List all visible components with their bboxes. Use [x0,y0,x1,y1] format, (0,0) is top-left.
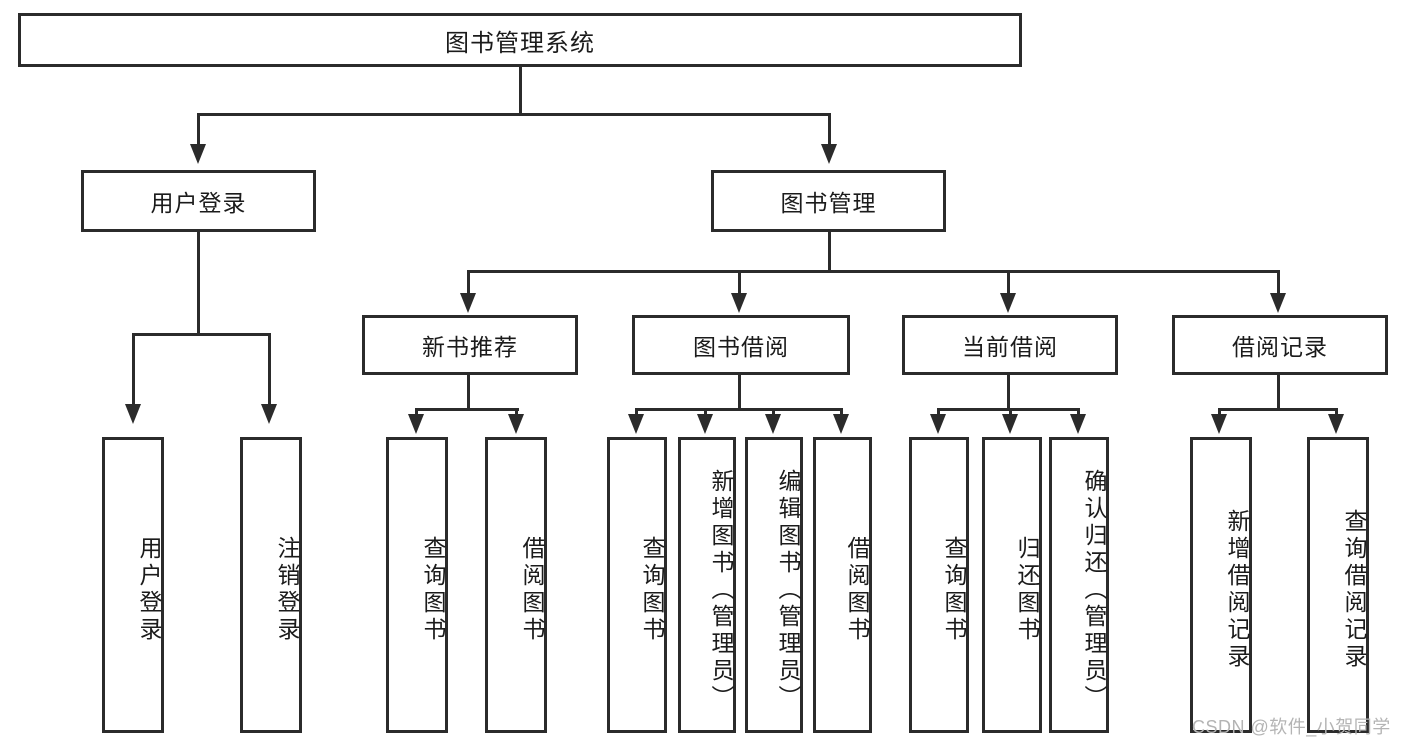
edge-drop-book-borrow [738,270,741,295]
node-label: 借阅记录 [1232,334,1328,360]
edge-drop-add-borrow-record [1218,408,1221,418]
edge-drop-return-book [1009,408,1012,418]
arrow-borrow-record [1270,293,1286,313]
edge-level1-bus [197,113,831,116]
node-leaf-add-borrow-record[interactable]: 新增借阅记录 [1190,437,1252,733]
edge-drop-current-borrow [1007,270,1010,295]
node-label: 注销登录 [274,536,300,644]
node-label: 新增图书（管理员） [708,468,734,712]
node-leaf-query-book-3[interactable]: 查询图书 [909,437,969,733]
node-leaf-confirm-return-admin[interactable]: 确认归还（管理员） [1049,437,1109,733]
csdn-watermark: CSDN @软件_小贺同学 [1192,717,1391,737]
edge-drop-query-book-3 [937,408,940,418]
node-label: 查询借阅记录 [1341,509,1367,671]
node-borrow-record[interactable]: 借阅记录 [1172,315,1388,375]
edge-drop-query-book-2 [635,408,638,418]
edge-book-borrow-stem [738,375,741,410]
arrow-book-manage [821,144,837,164]
node-label: 新书推荐 [422,334,518,360]
arrow-current-borrow [1000,293,1016,313]
node-label: 图书管理系统 [445,29,595,57]
edge-drop-user-login [197,113,200,146]
edge-drop-add-book-admin [704,408,707,418]
edge-current-borrow-stem [1007,375,1010,410]
node-leaf-query-book-1[interactable]: 查询图书 [386,437,448,733]
node-label: 查询图书 [639,536,665,644]
arrow-query-book-1 [408,414,424,434]
edge-drop-confirm-return-admin [1077,408,1080,418]
node-leaf-user-login[interactable]: 用户登录 [102,437,164,733]
arrow-return-book [1002,414,1018,434]
edge-book-borrow-bus [635,408,843,411]
edge-book-manage-stem [828,232,831,272]
edge-new-book-recommend-bus [415,408,519,411]
edge-drop-borrow-record [1277,270,1280,295]
node-label: 新增借阅记录 [1224,509,1250,671]
arrow-book-borrow [731,293,747,313]
arrow-add-borrow-record [1211,414,1227,434]
arrow-leaf-user-login [125,404,141,424]
arrow-query-book-2 [628,414,644,434]
arrow-borrow-book-1 [508,414,524,434]
arrow-confirm-return-admin [1070,414,1086,434]
node-book-management[interactable]: 图书管理 [711,170,946,232]
node-current-borrow[interactable]: 当前借阅 [902,315,1118,375]
edge-new-book-recommend-stem [467,375,470,410]
node-label: 查询图书 [941,536,967,644]
node-leaf-return-book[interactable]: 归还图书 [982,437,1042,733]
node-book-borrow[interactable]: 图书借阅 [632,315,850,375]
node-label: 用户登录 [136,536,162,644]
edge-user-login-bus [132,333,270,336]
node-label: 图书管理 [780,190,877,216]
edge-drop-query-borrow-record [1335,408,1338,418]
arrow-user-login [190,144,206,164]
node-label: 当前借阅 [962,334,1058,360]
arrow-add-book-admin [697,414,713,434]
edge-root-stem [519,67,522,115]
node-leaf-borrow-book-2[interactable]: 借阅图书 [813,437,872,733]
arrow-borrow-book-2 [833,414,849,434]
node-label: 编辑图书（管理员） [775,468,801,712]
node-new-book-recommend[interactable]: 新书推荐 [362,315,578,375]
arrow-edit-book-admin [765,414,781,434]
node-leaf-query-borrow-record[interactable]: 查询借阅记录 [1307,437,1369,733]
node-label: 图书借阅 [693,334,789,360]
node-leaf-edit-book-admin[interactable]: 编辑图书（管理员） [745,437,803,733]
arrow-query-borrow-record [1328,414,1344,434]
edge-borrow-record-bus [1218,408,1338,411]
node-leaf-borrow-book-1[interactable]: 借阅图书 [485,437,547,733]
edge-drop-leaf-user-logout [268,333,271,406]
node-label: 借阅图书 [519,536,545,644]
node-label: 借阅图书 [844,536,870,644]
node-leaf-query-book-2[interactable]: 查询图书 [607,437,667,733]
edge-borrow-record-stem [1277,375,1280,410]
edge-drop-book-manage [828,113,831,146]
arrow-leaf-user-logout [261,404,277,424]
edge-drop-query-book-1 [415,408,418,418]
node-label: 用户登录 [150,190,247,216]
node-label: 确认归还（管理员） [1081,468,1107,712]
edge-drop-leaf-user-login [132,333,135,406]
node-label: 查询图书 [420,536,446,644]
edge-current-borrow-bus [937,408,1080,411]
edge-drop-edit-book-admin [772,408,775,418]
edge-drop-borrow-book-1 [515,408,518,418]
arrow-query-book-3 [930,414,946,434]
edge-level2-bus [467,270,1280,273]
edge-user-login-stem [197,232,200,335]
node-root-book-management-system[interactable]: 图书管理系统 [18,13,1022,67]
edge-drop-borrow-book-2 [840,408,843,418]
node-user-login[interactable]: 用户登录 [81,170,316,232]
arrow-new-book-recommend [460,293,476,313]
node-leaf-add-book-admin[interactable]: 新增图书（管理员） [678,437,736,733]
node-label: 归还图书 [1014,536,1040,644]
edge-drop-new-book-recommend [467,270,470,295]
node-leaf-user-logout[interactable]: 注销登录 [240,437,302,733]
